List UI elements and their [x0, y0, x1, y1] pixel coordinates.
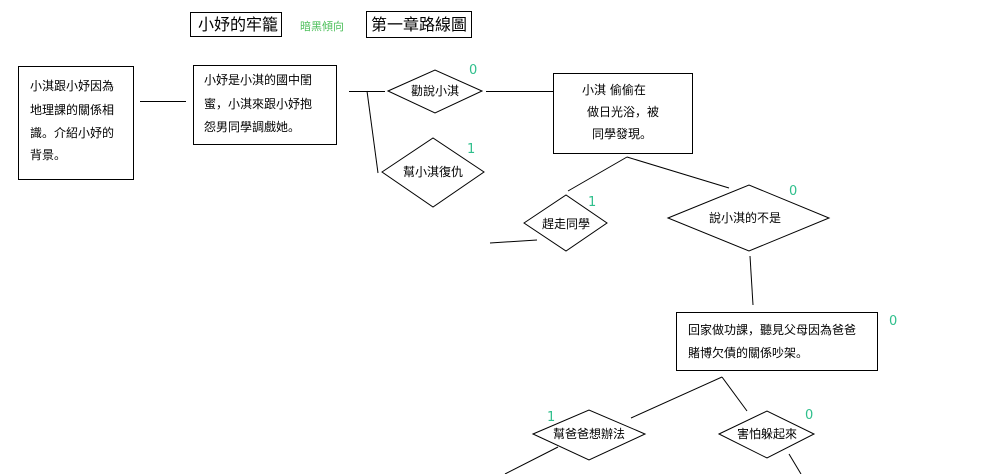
chapter-text: 第一章路線圖 — [371, 15, 467, 34]
choice-hide[interactable]: 害怕躲起來 0 — [717, 408, 816, 459]
chapter-box — [366, 11, 472, 38]
connectors — [140, 90, 802, 474]
node-sunbath: 小淇 偷偷在 做日光浴，被 同學發現。 — [553, 73, 693, 154]
connector-line — [626, 156, 730, 189]
choice-label: 趕走同學 — [542, 216, 590, 231]
node-text: 同學發現。 — [592, 126, 652, 141]
connector-line — [788, 453, 802, 474]
connector-line — [749, 255, 754, 306]
connector-line — [567, 156, 628, 192]
node-score: 0 — [889, 314, 897, 329]
choice-label: 害怕躲起來 — [737, 426, 797, 441]
choice-score: 1 — [467, 142, 475, 157]
title-text: 小妤的牢籠 — [198, 15, 278, 34]
node-home: 回家做功課，聽見父母因為爸爸 賭博欠債的關係吵架。 0 — [676, 312, 897, 371]
node-friend: 小妤是小淇的國中閨 蜜，小淇來跟小妤抱 怨男同學調戲她。 — [193, 65, 337, 145]
choice-blame[interactable]: 說小淇的不是 0 — [666, 184, 831, 252]
choice-revenge[interactable]: 幫小淇復仇 1 — [381, 137, 485, 208]
node-text: 小淇跟小妤因為 — [30, 79, 114, 93]
connector-line — [630, 376, 723, 419]
choice-score: 1 — [547, 410, 555, 425]
node-text: 回家做功課，聽見父母因為爸爸 — [688, 322, 856, 337]
choice-help-dad[interactable]: 幫爸爸想辦法 1 — [531, 409, 647, 461]
choice-score: 0 — [789, 184, 797, 199]
connector-line — [721, 376, 748, 412]
tag-text: 暗黑傾向 — [300, 19, 344, 33]
choice-label: 幫爸爸想辦法 — [553, 426, 625, 441]
connector-line — [489, 239, 538, 244]
node-text: 賭博欠債的關係吵架。 — [688, 345, 808, 360]
node-text: 小妤是小淇的國中閨 — [204, 72, 312, 87]
node-text: 蜜，小淇來跟小妤抱 — [204, 96, 312, 111]
choice-label: 說小淇的不是 — [709, 210, 781, 225]
choice-label: 勸說小淇 — [411, 83, 459, 98]
choice-score: 1 — [588, 195, 596, 210]
node-text: 識。介紹小妤的 — [30, 125, 114, 140]
title-box — [190, 12, 282, 37]
connector-line — [366, 90, 379, 174]
node-text: 地理課的關係相 — [30, 102, 114, 117]
node-intro: 小淇跟小妤因為 地理課的關係相 識。介紹小妤的 背景。 — [18, 66, 134, 180]
choice-label: 幫小淇復仇 — [403, 164, 463, 179]
choice-persuade[interactable]: 勸說小淇 0 — [386, 63, 484, 114]
choice-score: 0 — [469, 63, 477, 78]
node-text: 背景。 — [30, 148, 66, 162]
choice-chase[interactable]: 趕走同學 1 — [523, 194, 608, 252]
node-text: 小淇 偷偷在 — [582, 82, 646, 97]
node-text: 做日光浴，被 — [587, 104, 659, 119]
connector-line — [504, 446, 559, 474]
node-text: 怨男同學調戲她。 — [204, 119, 300, 134]
choice-score: 0 — [805, 408, 813, 423]
